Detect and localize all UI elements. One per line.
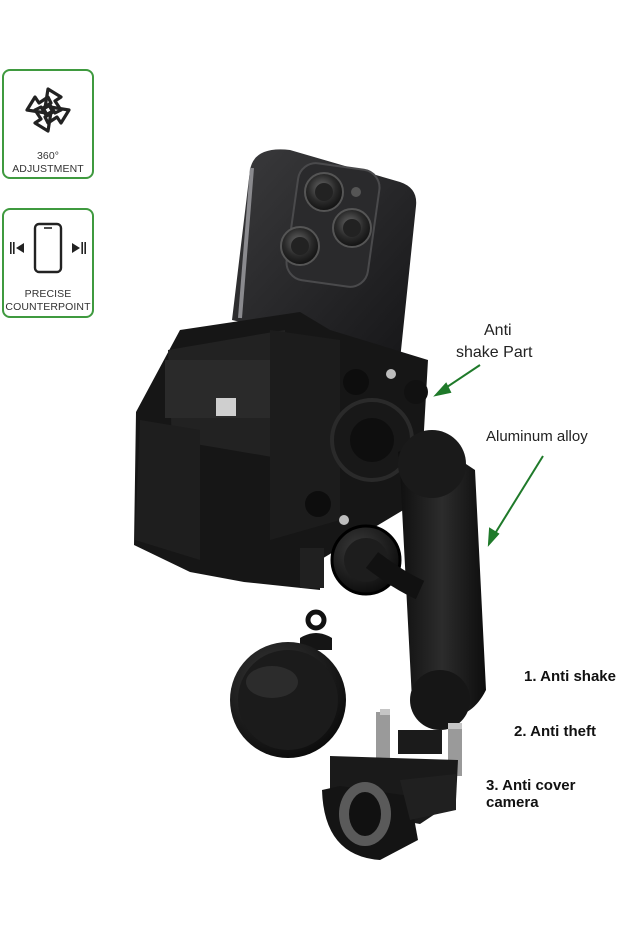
aluminum-alloy-label: Aluminum alloy xyxy=(486,428,588,445)
badge-360-adjustment: 360° ADJUSTMENT xyxy=(2,69,94,179)
holder-body xyxy=(134,312,428,590)
rotate-arrows-icon xyxy=(25,87,71,133)
aluminum-arm xyxy=(330,430,486,730)
anti-shake-label: Anti shake Part xyxy=(456,322,533,361)
badge-precise-counterpoint: PRECISE COUNTERPOINT xyxy=(2,208,94,318)
feature-anti-theft: 2. Anti theft xyxy=(514,723,596,740)
anti-shake-arrow xyxy=(433,364,481,397)
feature-anti-cover-camera: 3. Anti cover camera xyxy=(486,777,576,811)
smartphone xyxy=(232,149,417,360)
badge-label: PRECISE COUNTERPOINT xyxy=(5,288,91,313)
phone-clamp-icon xyxy=(10,222,86,274)
feature-anti-shake: 1. Anti shake xyxy=(524,668,616,685)
badge-label: 360° ADJUSTMENT xyxy=(12,150,84,175)
aluminum-arrow xyxy=(487,455,544,547)
handlebar-clamp xyxy=(322,709,462,860)
lock-knob xyxy=(230,609,346,758)
